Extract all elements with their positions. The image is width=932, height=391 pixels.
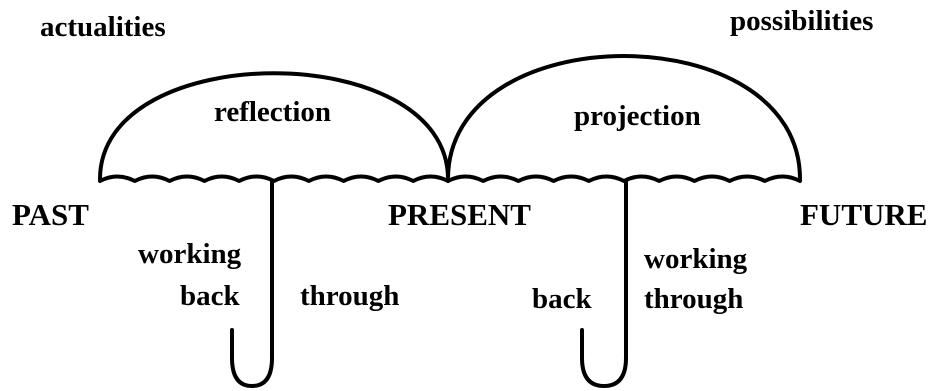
present-label: PRESENT: [388, 199, 531, 230]
future-label: FUTURE: [800, 199, 927, 230]
projection-label: projection: [574, 102, 701, 131]
actualities-label: actualities: [40, 13, 166, 42]
right-through-label: through: [644, 285, 743, 314]
left-back-label: back: [180, 282, 240, 311]
left-working-label: working: [138, 240, 241, 269]
past-label: PAST: [12, 199, 89, 230]
reflection-label: reflection: [214, 98, 331, 127]
right-working-label: working: [644, 245, 747, 274]
right-umbrella-rim: [448, 177, 800, 182]
right-back-label: back: [532, 285, 592, 314]
left-through-label: through: [300, 282, 399, 311]
possibilities-label: possibilities: [730, 7, 873, 36]
left-umbrella-rim: [100, 177, 448, 182]
